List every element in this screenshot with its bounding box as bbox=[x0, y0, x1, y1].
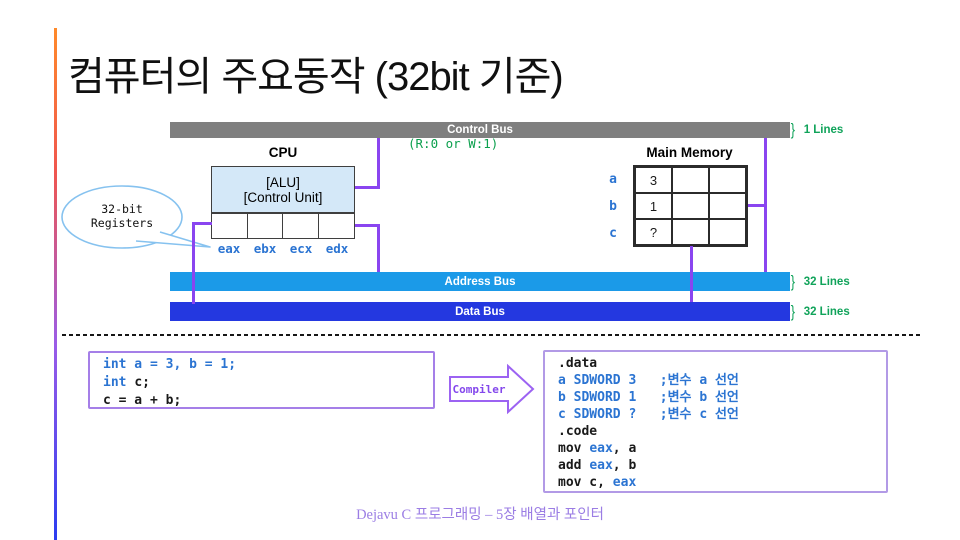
control-bus-label: Control Bus bbox=[447, 124, 513, 136]
memory-row-label-a: a bbox=[609, 171, 617, 187]
data-bus-label: Data Bus bbox=[455, 305, 505, 318]
wire-registers-to-addressbus bbox=[377, 224, 380, 272]
data-bus-annotation: } 32 Lines bbox=[790, 302, 850, 321]
register-label-ecx: ecx bbox=[289, 241, 313, 256]
callout-line1: 32-bit bbox=[101, 202, 143, 216]
register-label-eax: eax bbox=[217, 241, 241, 256]
register-cell bbox=[319, 214, 355, 238]
wire-cpu-right-h bbox=[355, 186, 380, 189]
memory-cell-c0: ? bbox=[635, 219, 672, 245]
main-memory-table: 3 1 ? bbox=[633, 165, 748, 247]
control-bus-annotation: } 1 Lines bbox=[790, 119, 844, 139]
data-bus-bar: Data Bus bbox=[170, 302, 790, 321]
wire-memory-right-h bbox=[748, 204, 767, 207]
wire-registers-to-databus bbox=[192, 222, 195, 304]
memory-cell bbox=[672, 167, 709, 193]
code-line: mov eax, a bbox=[558, 441, 637, 456]
code-line: c = a + b; bbox=[103, 393, 182, 408]
control-bus-bar: Control Bus bbox=[170, 122, 790, 138]
dashed-divider bbox=[62, 334, 920, 336]
memory-row-label-b: b bbox=[609, 198, 617, 214]
cpu-title: CPU bbox=[268, 145, 298, 160]
assembly-code-box: .data a SDWORD 3 ;변수 a 선언 b SDWORD 1 ;변수 b… bbox=[543, 350, 888, 493]
slide-footer: Dejavu C 프로그래밍 – 5장 배열과 포인터 bbox=[356, 507, 604, 523]
wire-registers-left-h bbox=[192, 222, 212, 225]
cpu-register-labels: eax ebx ecx edx bbox=[211, 241, 355, 256]
memory-cell bbox=[672, 219, 709, 245]
memory-cell bbox=[709, 219, 746, 245]
brace-icon: } bbox=[790, 271, 795, 291]
address-bus-label: Address Bus bbox=[444, 275, 516, 288]
data-bus-lines-count: 32 Lines bbox=[803, 305, 850, 318]
read-write-note: (R:0 or W:1) bbox=[408, 136, 499, 151]
control-bus-lines-count: 1 Lines bbox=[803, 123, 844, 136]
cpu-alu-box: [ALU] [Control Unit] bbox=[211, 166, 355, 213]
code-line: .code bbox=[558, 424, 598, 439]
code-line: int c; bbox=[103, 375, 150, 390]
brace-icon: } bbox=[790, 119, 795, 139]
wire-memory-to-databus bbox=[690, 246, 693, 302]
wire-cpu-to-controlbus bbox=[377, 138, 380, 189]
cpu-register-cells bbox=[211, 213, 355, 239]
alu-label: [ALU] bbox=[266, 174, 300, 190]
accent-gradient-line bbox=[54, 28, 57, 540]
register-label-edx: edx bbox=[325, 241, 349, 256]
register-cell bbox=[212, 214, 248, 238]
compiler-label: Compiler bbox=[453, 383, 506, 396]
memory-cell-b0: 1 bbox=[635, 193, 672, 219]
memory-row-label-c: c bbox=[609, 225, 617, 241]
register-cell bbox=[248, 214, 283, 238]
wire-registers-right-h bbox=[355, 224, 380, 227]
memory-cell bbox=[672, 193, 709, 219]
memory-cell-a0: 3 bbox=[635, 167, 672, 193]
memory-cell bbox=[709, 167, 746, 193]
register-label-ebx: ebx bbox=[253, 241, 277, 256]
address-bus-bar: Address Bus bbox=[170, 272, 790, 291]
code-line: b SDWORD 1 ;변수 b 선언 bbox=[558, 390, 739, 405]
code-line: a SDWORD 3 ;변수 a 선언 bbox=[558, 373, 739, 388]
brace-icon: } bbox=[790, 301, 795, 321]
compiler-arrow: Compiler bbox=[449, 363, 535, 415]
code-line: .data bbox=[558, 356, 598, 371]
address-bus-lines-count: 32 Lines bbox=[803, 275, 850, 288]
address-bus-annotation: } 32 Lines bbox=[790, 272, 850, 291]
code-line: c SDWORD ? ;변수 c 선언 bbox=[558, 407, 739, 422]
code-line: int a = 3, b = 1; bbox=[103, 357, 237, 372]
slide-title: 컴퓨터의 주요동작 (32bit 기준) bbox=[68, 55, 564, 99]
c-source-code-box: int a = 3, b = 1; int c; c = a + b; bbox=[88, 351, 435, 409]
main-memory-title: Main Memory bbox=[646, 145, 733, 160]
registers-callout-bubble: 32-bit Registers bbox=[61, 185, 211, 249]
code-line: mov c, eax bbox=[558, 475, 637, 490]
code-line: add eax, b bbox=[558, 458, 637, 473]
control-unit-label: [Control Unit] bbox=[243, 189, 323, 205]
callout-line2: Registers bbox=[91, 216, 153, 230]
register-cell bbox=[283, 214, 319, 238]
memory-cell bbox=[709, 193, 746, 219]
